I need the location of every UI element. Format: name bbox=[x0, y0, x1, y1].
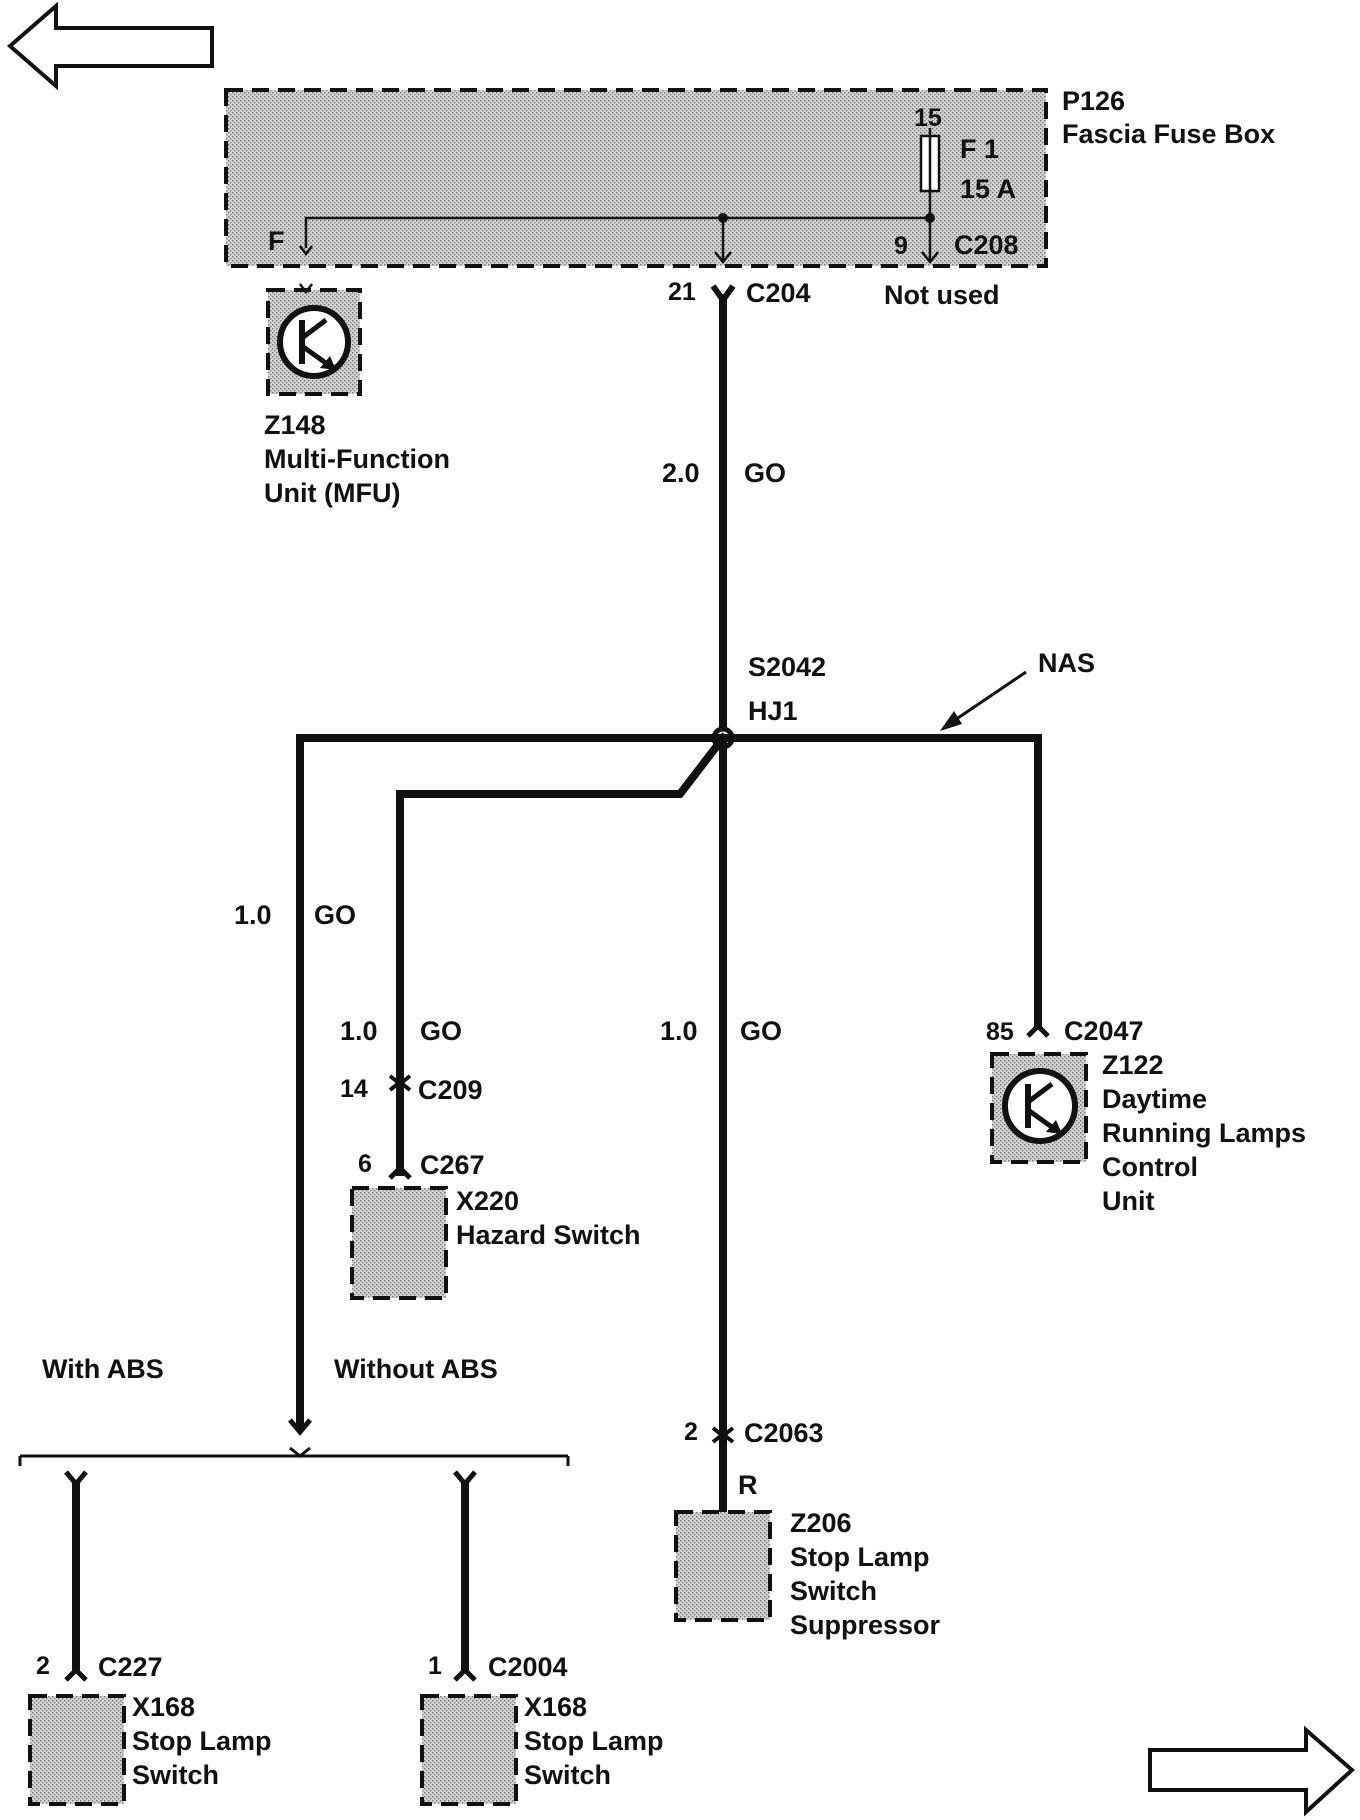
without-abs-label: Without ABS bbox=[334, 1354, 498, 1384]
stop-switch-abs-name-line1: Stop Lamp bbox=[132, 1726, 272, 1756]
main-wire-pin: 21 bbox=[668, 278, 696, 306]
left-branch-wire: 1.0 GO With ABS Without ABS bbox=[18, 734, 570, 1466]
fuse-connector-pin: 9 bbox=[894, 232, 908, 260]
drl-control-unit-z122: Z122 Daytime Running Lamps Control Unit bbox=[990, 1050, 1306, 1216]
previous-page-arrow-icon[interactable] bbox=[6, 1, 214, 91]
transistor-icon bbox=[277, 305, 351, 379]
stop-lamp-switch-suppressor-z206: Z206 Stop Lamp Switch Suppressor bbox=[674, 1508, 941, 1640]
stop-switch-no-abs-id: X168 bbox=[524, 1692, 587, 1722]
next-page-arrow-icon[interactable] bbox=[1148, 1725, 1356, 1817]
stop-switch-no-abs-pin: 1 bbox=[428, 1652, 442, 1680]
hazard-inline-pin: 14 bbox=[340, 1075, 368, 1103]
main-wire-connector: C204 bbox=[746, 278, 811, 308]
stop-lamp-switch-with-abs-wire: 2 C227 bbox=[36, 1470, 163, 1682]
fuse-pin: 15 bbox=[914, 104, 942, 132]
stop-switch-no-abs-name-line2: Switch bbox=[524, 1760, 611, 1790]
hazard-wire-color: GO bbox=[420, 1016, 462, 1046]
suppressor-name-line2: Switch bbox=[790, 1576, 877, 1606]
stop-lamp-switch-x168-without-abs: X168 Stop Lamp Switch bbox=[420, 1692, 664, 1806]
drl-pin: 85 bbox=[986, 1018, 1014, 1046]
stop-lamp-switch-without-abs-wire: 1 C2004 bbox=[428, 1470, 568, 1682]
hazard-wire-size: 1.0 bbox=[340, 1016, 378, 1046]
fuse-box-name: Fascia Fuse Box bbox=[1062, 119, 1275, 149]
suppressor-id: Z206 bbox=[790, 1508, 852, 1538]
hazard-connector: C267 bbox=[420, 1150, 485, 1180]
hazard-branch-wire: 1.0 GO 14 C209 6 C267 bbox=[340, 732, 729, 1180]
fuse-box-id: P126 bbox=[1062, 86, 1125, 116]
splice-s2042: S2042 HJ1 NAS bbox=[711, 648, 1095, 750]
hazard-switch-x220: X220 Hazard Switch bbox=[350, 1186, 641, 1300]
stop-switch-abs-id: X168 bbox=[132, 1692, 195, 1722]
not-used-label: Not used bbox=[884, 280, 1000, 310]
fuse-connector: C208 bbox=[954, 230, 1019, 260]
suppressor-wire-color: GO bbox=[740, 1016, 782, 1046]
fuse-rating: 15 A bbox=[960, 174, 1016, 204]
hazard-inline-connector: C209 bbox=[418, 1075, 483, 1105]
stop-switch-abs-name-line2: Switch bbox=[132, 1760, 219, 1790]
note-pointer-arrow-icon bbox=[940, 670, 1027, 731]
stop-switch-no-abs-name-line1: Stop Lamp bbox=[524, 1726, 664, 1756]
hazard-pin: 6 bbox=[358, 1150, 372, 1178]
main-wire-size: 2.0 bbox=[662, 458, 700, 488]
stop-switch-abs-pin: 2 bbox=[36, 1652, 50, 1680]
with-abs-label: With ABS bbox=[42, 1354, 164, 1384]
drl-name-line2: Running Lamps bbox=[1102, 1118, 1306, 1148]
drl-id: Z122 bbox=[1102, 1050, 1164, 1080]
drl-name-line4: Unit bbox=[1102, 1186, 1154, 1216]
mfu-name-line2: Unit (MFU) bbox=[264, 478, 400, 508]
splice-harness: HJ1 bbox=[748, 696, 798, 726]
inline-connector-c209-icon bbox=[388, 1074, 412, 1092]
left-wire-size: 1.0 bbox=[234, 900, 272, 930]
suppressor-pin: 2 bbox=[684, 1418, 698, 1446]
suppressor-wire-size: 1.0 bbox=[660, 1016, 698, 1046]
hazard-switch-id: X220 bbox=[456, 1186, 519, 1216]
splice-id: S2042 bbox=[748, 652, 826, 682]
drl-branch-wire: 85 C2047 bbox=[986, 734, 1144, 1046]
mfu-id: Z148 bbox=[264, 410, 326, 440]
fuse-f1-icon bbox=[919, 128, 941, 218]
inline-connector-c2063-icon bbox=[711, 1426, 735, 1444]
fuse-id: F 1 bbox=[960, 134, 999, 164]
stop-lamp-switch-x168-with-abs: X168 Stop Lamp Switch bbox=[28, 1692, 272, 1806]
suppressor-name-line3: Suppressor bbox=[790, 1610, 941, 1640]
mfu-z148: Z148 Multi-Function Unit (MFU) bbox=[264, 283, 450, 508]
main-wire-c204: 21 C204 2.0 GO bbox=[662, 278, 811, 742]
drl-connector: C2047 bbox=[1064, 1016, 1144, 1046]
stop-switch-abs-connector: C227 bbox=[98, 1652, 163, 1682]
mfu-name-line1: Multi-Function bbox=[264, 444, 450, 474]
feed-label: F bbox=[268, 226, 285, 256]
left-wire-color: GO bbox=[314, 900, 356, 930]
fuse-box-p126: P126 Fascia Fuse Box 15 F 1 15 A F 9 C20… bbox=[224, 86, 1275, 310]
main-wire-color: GO bbox=[744, 458, 786, 488]
drl-name-line3: Control bbox=[1102, 1152, 1198, 1182]
suppressor-connector: C2063 bbox=[744, 1418, 824, 1448]
hazard-switch-name: Hazard Switch bbox=[456, 1220, 641, 1250]
market-note: NAS bbox=[1038, 648, 1095, 678]
suppressor-wire-color-r: R bbox=[738, 1470, 758, 1500]
stop-switch-no-abs-connector: C2004 bbox=[488, 1652, 568, 1682]
suppressor-name-line1: Stop Lamp bbox=[790, 1542, 930, 1572]
transistor-icon bbox=[1002, 1068, 1078, 1144]
drl-name-line1: Daytime bbox=[1102, 1084, 1207, 1114]
suppressor-branch-wire: 1.0 GO 2 C2063 R bbox=[660, 734, 824, 1516]
